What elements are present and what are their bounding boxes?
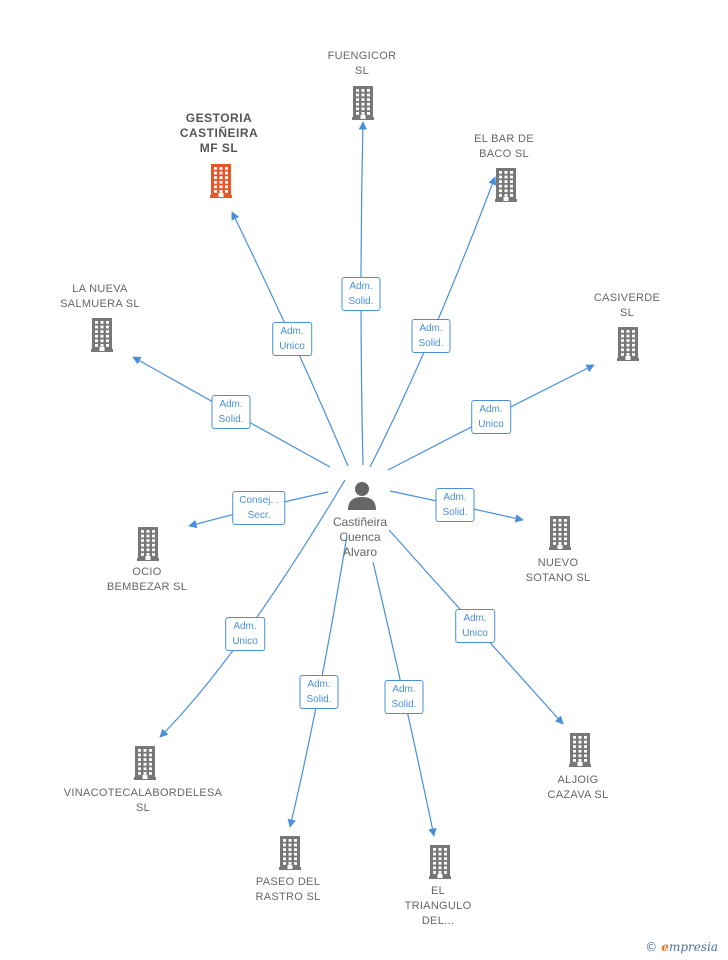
role-label-paseo-del-rastro[interactable]: Adm. Solid. <box>299 675 339 709</box>
building-icon[interactable] <box>133 746 157 780</box>
company-name-nuevo-sotano[interactable]: NUEVO SOTANO SL <box>525 557 591 584</box>
building-icon[interactable] <box>568 733 592 767</box>
person-icon <box>348 482 376 510</box>
company-name-gestoria-castineira[interactable]: GESTORIA CASTIÑEIRA MF SL <box>179 111 259 155</box>
building-icon[interactable] <box>428 845 452 879</box>
role-label-ocio-bembezar[interactable]: Consej. . Secr. <box>232 491 286 525</box>
company-name-la-nueva-salmuera[interactable]: LA NUEVA SALMUERA SL <box>60 283 140 310</box>
building-icon[interactable] <box>494 168 518 202</box>
role-label-nuevo-sotano[interactable]: Adm. Solid. <box>435 488 475 522</box>
building-icon[interactable] <box>209 164 233 198</box>
role-label-la-nueva-salmuera[interactable]: Adm. Solid. <box>211 395 251 429</box>
building-icon[interactable] <box>136 527 160 561</box>
company-name-paseo-del-rastro[interactable]: PASEO DEL RASTRO SL <box>255 876 321 903</box>
empresia-logo-e: e <box>661 940 669 954</box>
role-label-casiverde[interactable]: Adm. Unico <box>471 400 511 434</box>
building-icon[interactable] <box>616 327 640 361</box>
role-label-vinacotecalabordelesa[interactable]: Adm. Unico <box>225 617 265 651</box>
role-label-el-triangulo[interactable]: Adm. Solid. <box>384 680 424 714</box>
company-name-ocio-bembezar[interactable]: OCIO BEMBEZAR SL <box>106 566 188 593</box>
company-name-el-triangulo[interactable]: EL TRIANGULO DEL... <box>404 885 472 927</box>
center-person-name[interactable]: Castiñeira Cuenca Alvaro <box>332 515 388 559</box>
building-icon[interactable] <box>278 836 302 870</box>
company-name-fuengicor[interactable]: FUENGICOR SL <box>327 50 397 77</box>
role-label-gestoria-castineira[interactable]: Adm. Unico <box>272 322 312 356</box>
role-label-el-bar-de-baco[interactable]: Adm. Solid. <box>411 319 451 353</box>
company-name-casiverde[interactable]: CASIVERDE SL <box>593 292 661 319</box>
building-icon[interactable] <box>90 318 114 352</box>
company-name-el-bar-de-baco[interactable]: EL BAR DE BACO SL <box>474 133 534 160</box>
empresia-logo-text: mpresia <box>668 940 718 954</box>
building-icon[interactable] <box>548 516 572 550</box>
company-name-aljoig-cazava[interactable]: ALJOIG CAZAVA SL <box>547 774 609 801</box>
role-label-fuengicor[interactable]: Adm. Solid. <box>341 277 381 311</box>
role-label-aljoig-cazava[interactable]: Adm. Unico <box>455 609 495 643</box>
empresia-watermark: ©empresia <box>645 940 718 954</box>
building-icon[interactable] <box>351 86 375 120</box>
company-name-vinacotecalabordelesa[interactable]: VINACOTECALABORDELESA SL <box>63 787 223 814</box>
